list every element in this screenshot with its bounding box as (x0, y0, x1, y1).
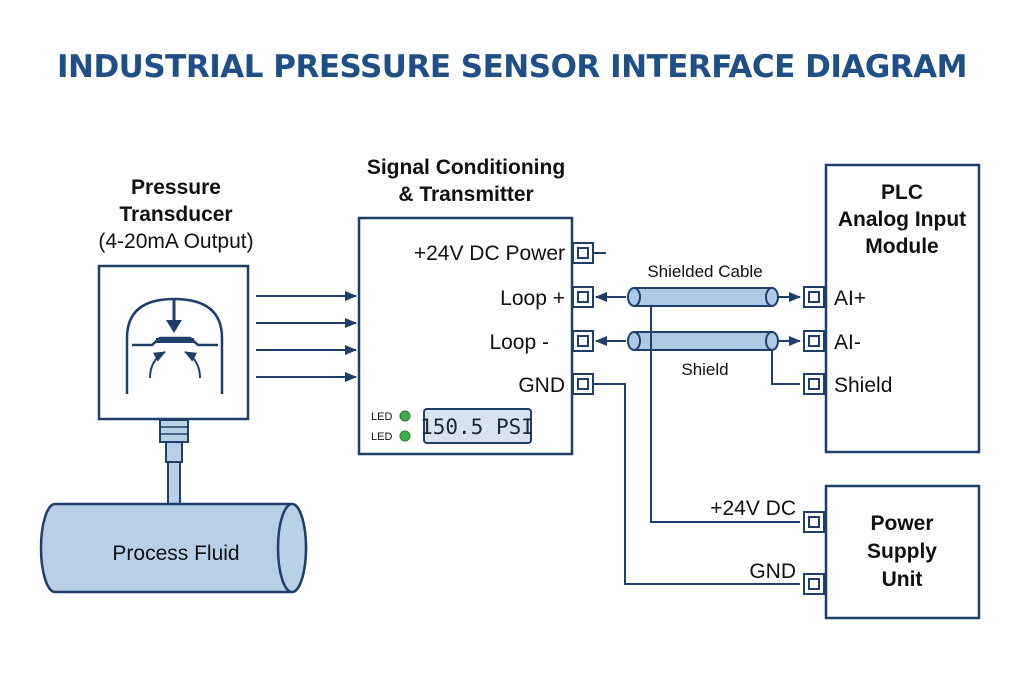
diagram-title: INDUSTRIAL PRESSURE SENSOR INTERFACE DIA… (57, 49, 967, 85)
transmitter-title-line2: & Transmitter (398, 183, 533, 206)
psu-title-line3: Unit (882, 568, 923, 591)
terminal-label-loop-plus: Loop + (500, 287, 565, 310)
signal-arrows (256, 291, 357, 382)
transmitter: Signal Conditioning & Transmitter +24V D… (357, 156, 594, 456)
pressure-diaphragm-icon (125, 297, 224, 394)
transducer-title-line2: Transducer (119, 203, 232, 226)
transmitter-title-line1: Signal Conditioning (367, 156, 565, 179)
psu-title-line1: Power (870, 512, 933, 535)
shield-label: Shield (681, 360, 728, 379)
psu-title-line2: Supply (867, 540, 937, 563)
terminal-loop-minus (572, 330, 594, 352)
terminal-label-24v-power: +24V DC Power (414, 242, 565, 265)
power-plus-wire (593, 252, 800, 523)
plc-label-ai-minus: AI- (834, 331, 861, 354)
psu-label-gnd: GND (749, 560, 796, 583)
led-label-2: LED (371, 431, 392, 443)
transducer-title-line1: Pressure (131, 176, 221, 199)
lcd-display (423, 408, 532, 444)
terminal-ai-plus (803, 286, 825, 308)
terminal-psu-gnd (803, 573, 825, 595)
process-pipe: Process Fluid (39, 502, 308, 594)
plc-title-line1: PLC (881, 181, 923, 204)
plc-title-line2: Analog Input (838, 208, 966, 231)
shielded-cable-label: Shielded Cable (647, 262, 762, 281)
terminal-label-gnd: GND (518, 374, 565, 397)
led-indicator-1 (399, 410, 411, 422)
led-label-1: LED (371, 411, 392, 423)
cable-jacket-lower (627, 331, 779, 351)
terminal-24v-power (572, 242, 594, 264)
terminal-psu-24v (803, 511, 825, 533)
plc-box (824, 163, 981, 454)
terminal-gnd (572, 373, 594, 395)
terminal-shield (803, 373, 825, 395)
plc-label-ai-plus: AI+ (834, 287, 866, 310)
pressure-transducer: Pressure Transducer (4-20mA Output) (97, 176, 254, 507)
plc-title-line3: Module (865, 235, 939, 258)
psu-label-24v: +24V DC (710, 497, 796, 520)
psu-box (824, 484, 981, 620)
power-supply-unit: Power Supply Unit +24V DC GND (710, 484, 981, 620)
transducer-title-line3: (4-20mA Output) (98, 230, 253, 253)
plc-label-shield: Shield (834, 374, 892, 397)
shield-drain-wire (771, 350, 800, 385)
transducer-fitting (159, 419, 189, 507)
led-indicator-2 (399, 430, 411, 442)
terminal-label-loop-minus: Loop - (489, 331, 549, 354)
cable-jacket-upper (627, 287, 779, 307)
plc-module: PLC Analog Input Module AI+ AI- Shield (803, 163, 981, 454)
pipe-label: Process Fluid (112, 542, 239, 565)
ground-wire (593, 383, 800, 585)
lcd-reading: 150.5 PSI (420, 415, 534, 439)
terminal-loop-plus (572, 286, 594, 308)
terminal-ai-minus (803, 330, 825, 352)
shielded-cable: Shielded Cable Shield (595, 262, 801, 385)
